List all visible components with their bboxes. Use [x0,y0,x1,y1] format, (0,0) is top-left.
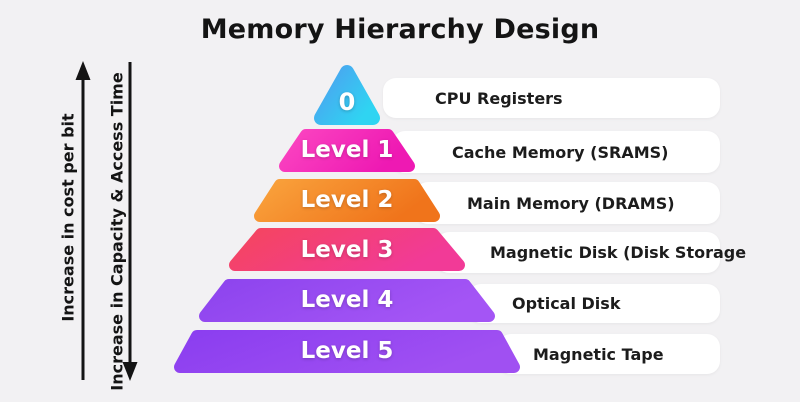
page-title: Memory Hierarchy Design [200,14,600,45]
card-label: CPU Registers [435,88,563,108]
pyramid-level-5-shape [174,330,520,373]
pyramid-level-0-shape [314,65,380,125]
card-label: Magnetic Disk (Disk Storage [490,243,747,262]
card-cache-memory: Cache Memory (SRAMS) [392,131,720,173]
capacity-arrow-down [122,62,138,381]
card-cpu-registers: CPU Registers [383,78,720,118]
pyramid-level-1-shape [279,129,415,172]
pyramid-level-4-shape [199,279,495,322]
level-5-label: Level 5 [300,338,394,364]
card-optical-disk: Optical Disk [468,284,720,323]
pyramid-level-3-shape [229,228,465,271]
pyramid-level-2-shape [254,179,440,222]
level-2-label: Level 2 [300,187,394,213]
card-main-memory: Main Memory (DRAMS) [415,182,720,224]
level-4-label: Level 4 [300,287,394,313]
card-magnetic-disk: Magnetic Disk (Disk Storage [436,232,746,273]
level-3-label: Level 3 [300,237,394,263]
cost-arrow-up [75,61,91,380]
level-0-label: 0 [338,88,356,116]
level-1-label: Level 1 [300,137,394,163]
card-magnetic-tape: Magnetic Tape [498,334,720,374]
card-label: Magnetic Tape [533,344,664,364]
card-label: Main Memory (DRAMS) [467,193,675,213]
card-label: Optical Disk [512,294,621,313]
card-label: Cache Memory (SRAMS) [452,142,669,162]
